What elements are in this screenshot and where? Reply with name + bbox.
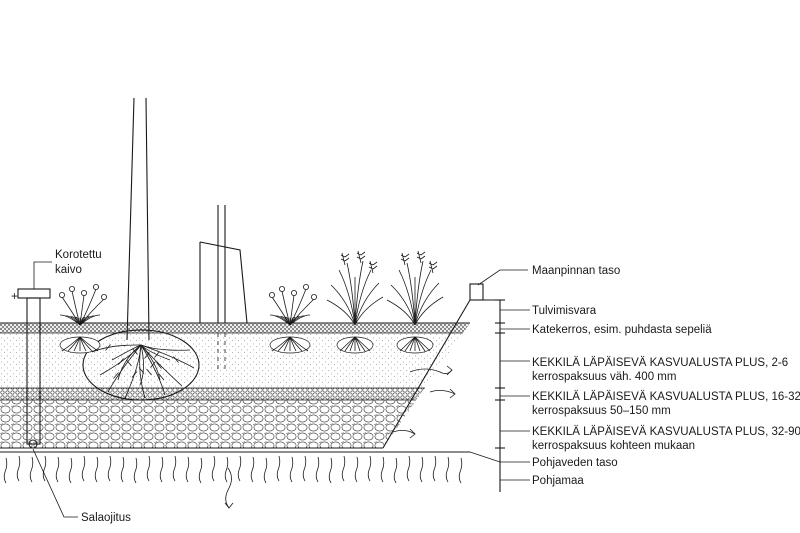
drain-pipe-circle (28, 439, 38, 449)
mulch-layer-label: Katekerros, esim. puhdasta sepeliä (532, 324, 712, 336)
flowering-plant (59, 283, 108, 354)
growing-medium-32-90-layer (0, 400, 470, 448)
labels: Korotettu kaivo Salaojitus Maanpinnan ta… (55, 249, 800, 524)
ground-surface-level-label: Maanpinnan taso (532, 265, 620, 277)
tree-stake (199, 205, 248, 372)
growing-medium-16-32-thickness: kerrospaksuus 50–150 mm (532, 405, 671, 417)
layer-boundaries (0, 322, 470, 449)
tree (82, 97, 200, 401)
svg-text:+: + (11, 291, 18, 303)
growing-medium-2-6-thickness: kerrospaksuus väh. 400 mm (532, 371, 676, 383)
growing-medium-16-32-layer (0, 388, 470, 400)
subsoil-label: Pohjamaa (532, 475, 584, 487)
groundwater-level-label: Pohjaveden taso (532, 457, 618, 469)
root-ball (82, 329, 200, 401)
flowering-plant (268, 283, 317, 354)
flood-capacity-label: Tulvimisvara (532, 305, 597, 317)
water-flow-arrows (224, 365, 456, 509)
ornamental-grass (386, 250, 444, 354)
drainage-label: Salaojitus (81, 512, 131, 524)
raised-well-label: kaivo (55, 264, 82, 276)
growing-medium-16-32-label: KEKKILÄ LÄPÄISEVÄ KASVUALUSTA PLUS, 16-3… (532, 391, 800, 403)
ground-level-marker (469, 283, 484, 301)
mulch-layer (0, 323, 470, 333)
growing-medium-32-90-thickness: kerrospaksuus kohteen mukaan (532, 440, 695, 452)
ornamental-grass (326, 250, 384, 354)
growing-medium-2-6-label: KEKKILÄ LÄPÄISEVÄ KASVUALUSTA PLUS, 2-6 (532, 357, 788, 369)
raised-well-label: Korotettu (55, 249, 102, 261)
growing-medium-32-90-label: KEKKILÄ LÄPÄISEVÄ KASVUALUSTA PLUS, 32-9… (532, 426, 800, 438)
leader-lines (32, 261, 530, 518)
subsoil-hatching (3, 455, 463, 484)
